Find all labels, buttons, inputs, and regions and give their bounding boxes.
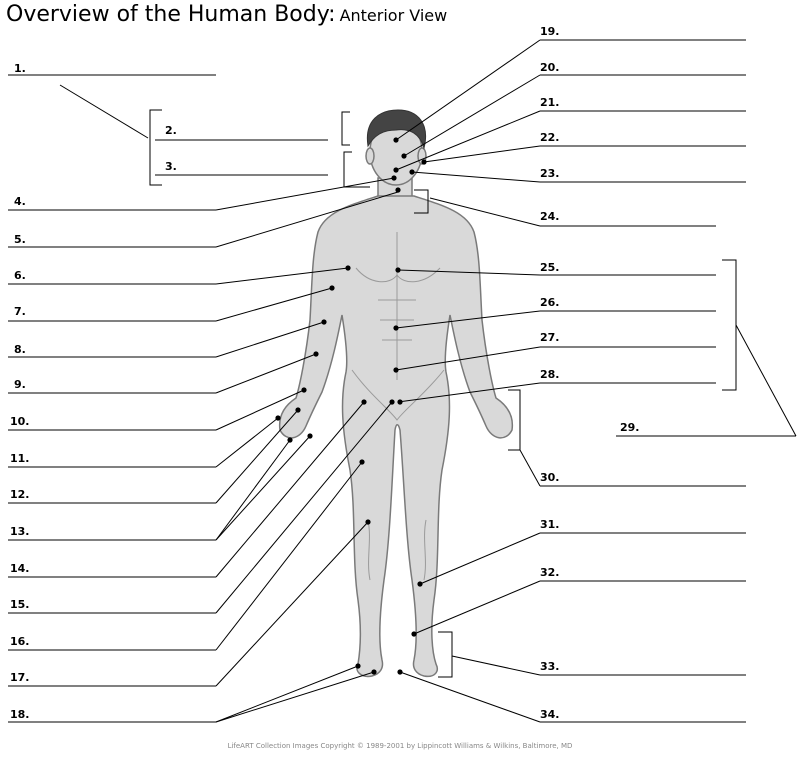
label-number-26: 26. (540, 296, 560, 309)
label-number-12: 12. (10, 488, 30, 501)
marker-dot (393, 137, 398, 142)
label-number-29: 29. (620, 421, 640, 434)
human-body-figure (280, 119, 513, 676)
label-number-7: 7. (14, 305, 26, 318)
marker-dot (401, 153, 406, 158)
label-number-34: 34. (540, 708, 560, 721)
marker-dot (393, 325, 398, 330)
marker-dot (411, 631, 416, 636)
label-number-8: 8. (14, 343, 26, 356)
label-number-27: 27. (540, 331, 560, 344)
marker-dot (295, 407, 300, 412)
label-number-28: 28. (540, 368, 560, 381)
label-number-2: 2. (165, 124, 177, 137)
leader-34 (400, 672, 540, 722)
label-number-15: 15. (10, 598, 30, 611)
label-number-19: 19. (540, 25, 560, 38)
label-number-32: 32. (540, 566, 560, 579)
marker-dot (365, 519, 370, 524)
marker-dot (393, 367, 398, 372)
label-number-1: 1. (14, 62, 26, 75)
marker-dot (417, 581, 422, 586)
leader-1 (60, 85, 148, 138)
leader-18a (216, 666, 358, 722)
label-number-11: 11. (10, 452, 30, 465)
leader-33 (452, 656, 540, 675)
marker-dot (345, 265, 350, 270)
leader-30 (520, 450, 540, 486)
label-number-25: 25. (540, 261, 560, 274)
label-number-14: 14. (10, 562, 30, 575)
copyright-footer: LifeART Collection Images Copyright © 19… (0, 742, 800, 750)
marker-dot (397, 399, 402, 404)
marker-dot (287, 437, 292, 442)
label-number-17: 17. (10, 671, 30, 684)
label-number-9: 9. (14, 378, 26, 391)
marker-dot (313, 351, 318, 356)
leader-29 (736, 325, 796, 436)
marker-dot (321, 319, 326, 324)
bracket-2-3 (150, 110, 162, 185)
marker-dot (359, 459, 364, 464)
marker-dot (393, 167, 398, 172)
marker-dot (397, 669, 402, 674)
label-number-18: 18. (10, 708, 30, 721)
leader-22 (424, 146, 540, 162)
label-number-31: 31. (540, 518, 560, 531)
bracket-25-28 (722, 260, 736, 390)
leader-18b (216, 672, 374, 722)
marker-dot (395, 267, 400, 272)
label-number-13: 13. (10, 525, 30, 538)
leader-19 (396, 40, 540, 140)
leader-13b (216, 436, 310, 540)
marker-dot (275, 415, 280, 420)
label-number-22: 22. (540, 131, 560, 144)
marker-dot (329, 285, 334, 290)
label-number-10: 10. (10, 415, 30, 428)
marker-dot (301, 387, 306, 392)
label-number-16: 16. (10, 635, 30, 648)
label-number-21: 21. (540, 96, 560, 109)
label-number-20: 20. (540, 61, 560, 74)
marker-dot (307, 433, 312, 438)
leader-17 (216, 522, 368, 686)
marker-dot (421, 159, 426, 164)
marker-dot (355, 663, 360, 668)
label-number-30: 30. (540, 471, 560, 484)
label-number-4: 4. (14, 195, 26, 208)
bracket-head-upper (342, 112, 350, 145)
marker-dot (371, 669, 376, 674)
bracket-foot (438, 632, 452, 677)
label-number-33: 33. (540, 660, 560, 673)
label-number-6: 6. (14, 269, 26, 282)
marker-dot (395, 187, 400, 192)
marker-dot (409, 169, 414, 174)
label-number-24: 24. (540, 210, 560, 223)
marker-dot (391, 175, 396, 180)
leader-23 (412, 172, 540, 182)
label-number-23: 23. (540, 167, 560, 180)
label-number-3: 3. (165, 160, 177, 173)
label-number-5: 5. (14, 233, 26, 246)
marker-dot (389, 399, 394, 404)
marker-dot (361, 399, 366, 404)
